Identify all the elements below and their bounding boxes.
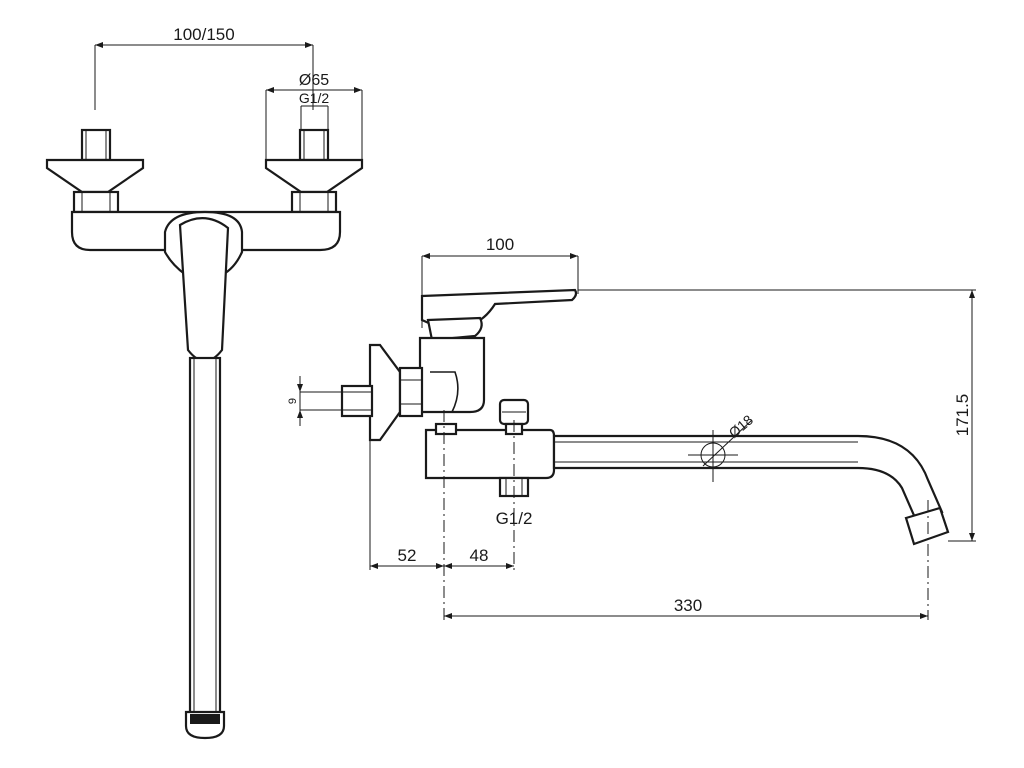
diverter-body-side	[424, 428, 556, 480]
cartridge-body-side	[418, 336, 486, 414]
height-dimension: 171.5	[578, 289, 976, 542]
spout-front	[184, 356, 226, 740]
spout-reach-dimension: 330	[444, 596, 928, 619]
centers-dim-label: 100/150	[173, 25, 234, 44]
front-view: 100/150 Ø65 G1/2	[45, 25, 364, 740]
thread-label-front: G1/2	[299, 90, 330, 106]
diameter-dimension: Ø65 G1/2	[265, 72, 363, 160]
outlet-offset-label: 48	[470, 546, 489, 565]
lever-handle-front[interactable]	[178, 217, 230, 363]
outer-diameter-label: Ø65	[299, 72, 329, 89]
aerator-side	[904, 506, 950, 546]
wall-thread-dimension: 9	[287, 376, 342, 426]
lever-length-label: 100	[486, 235, 514, 254]
centers-dimension: 100/150	[94, 25, 314, 110]
spout-side	[552, 434, 944, 522]
spout-reach-label: 330	[674, 596, 702, 615]
side-view: 100 9	[287, 235, 976, 620]
offset-dimensions: 52 48	[369, 440, 514, 570]
wall-thread-label: 9	[287, 398, 299, 404]
height-label: 171.5	[953, 394, 972, 437]
left-inlet	[45, 128, 145, 214]
lever-length-dimension: 100	[421, 235, 579, 328]
wall-offset-label: 52	[398, 546, 417, 565]
escutcheon-side	[368, 343, 402, 442]
right-inlet	[264, 128, 364, 214]
